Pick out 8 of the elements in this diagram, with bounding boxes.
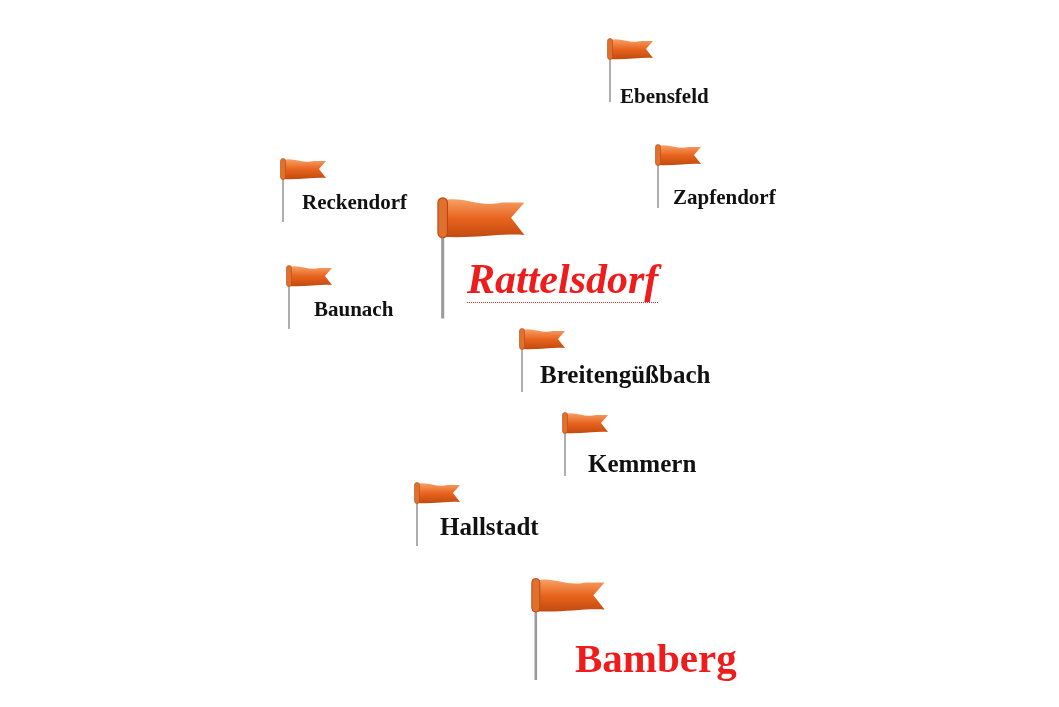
place-name: Kemmern xyxy=(588,451,697,476)
place-name: Baunach xyxy=(314,299,394,320)
place-name: Bamberg xyxy=(575,638,737,679)
place-name: Hallstadt xyxy=(440,514,539,539)
place-name: Reckendorf xyxy=(302,192,407,213)
place-name: Zapfendorf xyxy=(673,187,776,208)
place-name: Breitengüßbach xyxy=(540,362,711,387)
place-name: Ebensfeld xyxy=(620,86,709,107)
